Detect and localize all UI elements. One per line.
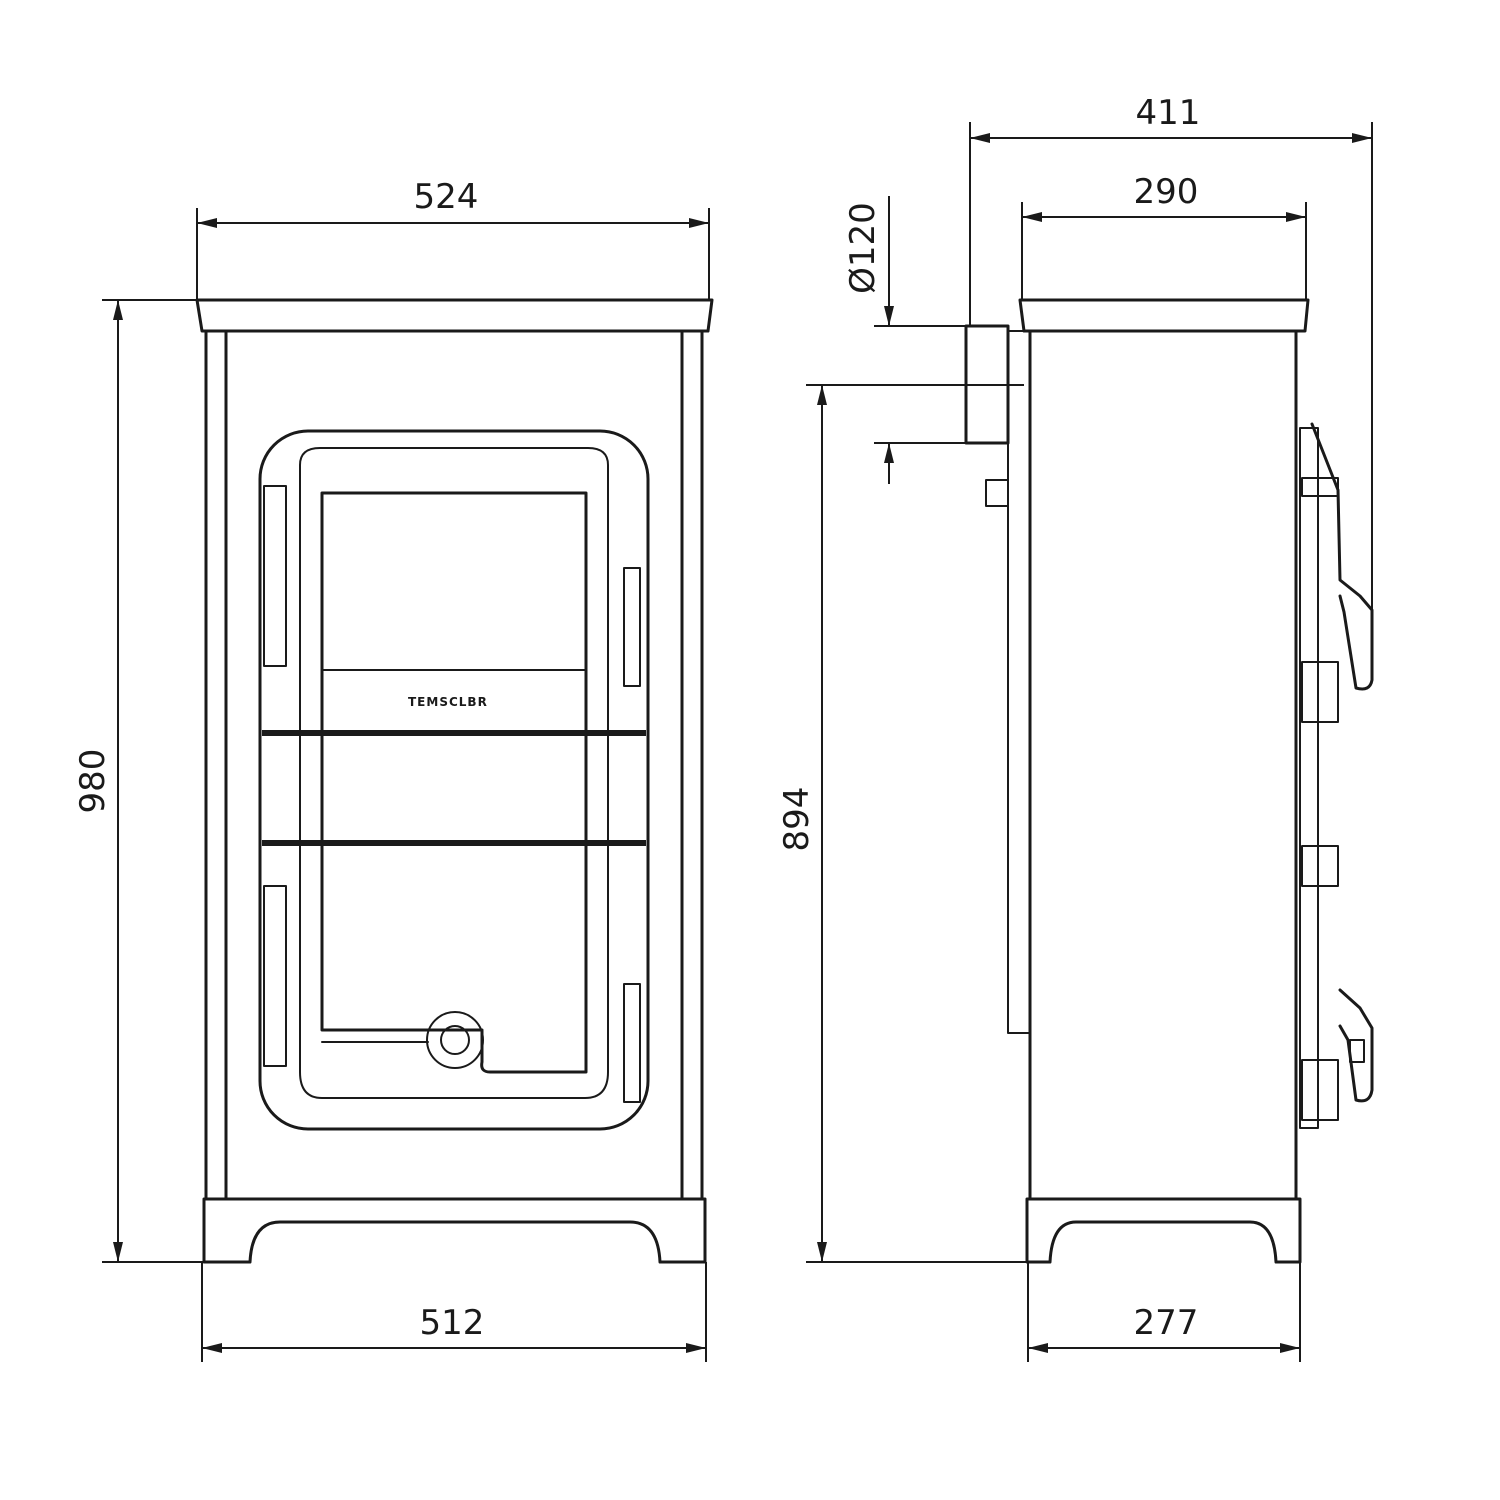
left-hinge-bottom <box>263 885 287 1067</box>
air-regulator-knob <box>426 1011 484 1069</box>
dim-flue-diameter: Ø120 <box>843 202 883 294</box>
side-handle-bottom <box>1338 988 1374 1103</box>
door-outer-frame <box>258 429 650 1131</box>
left-hinge-top <box>263 485 287 667</box>
door-glass <box>320 491 588 1074</box>
side-handle-top <box>1310 422 1374 691</box>
door-inner-frame <box>299 447 609 1099</box>
front-top-plate <box>195 298 714 333</box>
side-body <box>1028 329 1298 1201</box>
right-handle-bottom <box>623 983 641 1103</box>
side-top-plate <box>1018 298 1310 333</box>
side-back-panel <box>1007 330 1031 1034</box>
side-door-profile <box>1299 427 1319 1129</box>
dim-side-base-depth: 277 <box>1134 1303 1199 1343</box>
side-base <box>1025 1197 1302 1264</box>
dim-side-total-depth: 411 <box>1136 93 1201 133</box>
front-view: TEMSCLBR <box>195 298 714 1264</box>
side-hinge-4 <box>1301 1059 1339 1121</box>
dim-front-base-width: 512 <box>420 1303 485 1343</box>
dim-flue-height: 894 <box>777 787 817 852</box>
air-regulator-core <box>440 1025 470 1055</box>
dim-front-height: 980 <box>73 749 113 814</box>
dim-side-top-depth: 290 <box>1134 172 1199 212</box>
rear-air-inlet <box>985 479 1009 507</box>
side-dimensions: 411 290 277 Ø120 894 <box>777 93 1373 1362</box>
right-handle-top <box>623 567 641 687</box>
front-base <box>202 1197 707 1264</box>
dim-front-top-width: 524 <box>414 177 479 217</box>
brand-label: TEMSCLBR <box>408 695 488 709</box>
side-knob <box>1349 1039 1365 1063</box>
front-dimensions: 524 512 980 <box>73 177 710 1362</box>
side-hinge-3 <box>1301 845 1339 887</box>
side-hinge-2 <box>1301 661 1339 723</box>
side-hinge-1 <box>1301 477 1339 497</box>
side-view <box>964 298 1374 1264</box>
